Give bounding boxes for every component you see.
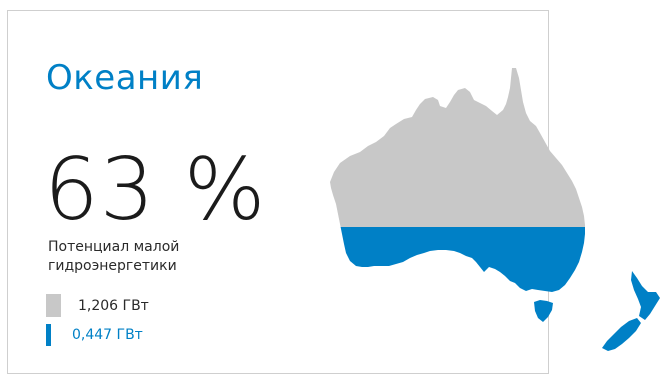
new-zealand-north-island-shape (631, 271, 660, 320)
percent-value: 63 % (44, 140, 267, 240)
caption-line-1: Потенциал малой (48, 239, 180, 255)
new-zealand-south-island-shape (602, 318, 641, 351)
percent-caption: Потенциал малой гидроэнергетики (48, 238, 248, 276)
map-total-potential-area (330, 68, 585, 227)
legend-swatch-total (46, 294, 61, 317)
tasmania-shape (534, 300, 553, 322)
legend-swatch-developed (46, 324, 51, 346)
legend-label-total: 1,206 ГВт (78, 297, 149, 314)
caption-line-2: гидроэнергетики (48, 258, 177, 274)
legend-item-developed: 0,447 ГВт (46, 324, 143, 346)
kangaroo-island-shape (489, 260, 497, 265)
australia-mainland (330, 68, 585, 292)
legend-item-total: 1,206 ГВт (46, 294, 149, 317)
map-developed-area (330, 227, 585, 292)
region-title: Океания (46, 58, 204, 98)
legend-label-developed: 0,447 ГВт (72, 327, 143, 343)
